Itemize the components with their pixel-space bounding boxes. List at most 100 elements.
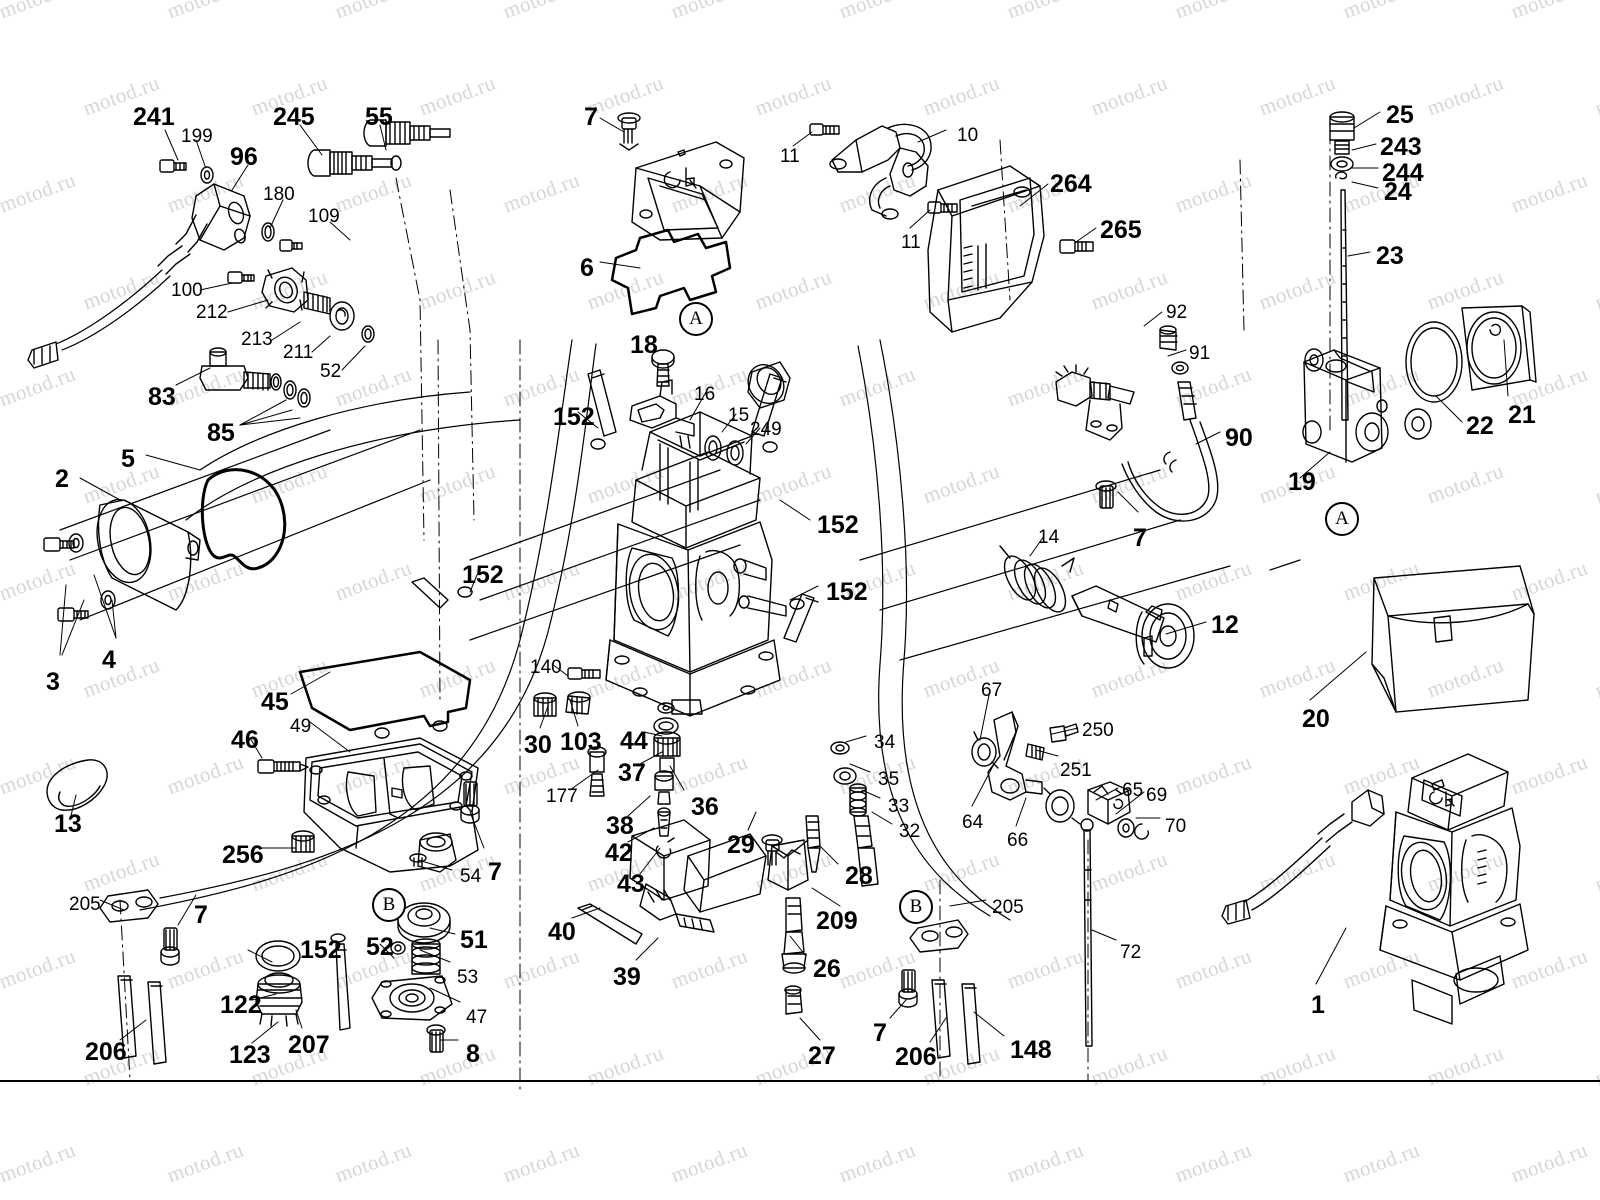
part-group-14-12 bbox=[999, 545, 1195, 669]
part-callout-8: 8 bbox=[466, 1040, 480, 1068]
section-marker-b: B bbox=[372, 888, 406, 922]
part-callout-209: 209 bbox=[816, 907, 858, 935]
part-group-needle-23 bbox=[1329, 111, 1355, 421]
part-callout-53: 53 bbox=[457, 967, 479, 988]
part-group-96-cable bbox=[27, 159, 303, 369]
part-group-45-49-bowl bbox=[255, 650, 480, 1053]
section-marker-a: A bbox=[1325, 502, 1359, 536]
part-callout-206a: 206 bbox=[85, 1038, 127, 1066]
part-callout-152c: 152 bbox=[826, 578, 868, 606]
part-callout-51: 51 bbox=[460, 926, 488, 954]
part-group-264-265 bbox=[927, 165, 1094, 333]
part-callout-4: 4 bbox=[102, 646, 116, 674]
part-callout-54: 54 bbox=[460, 866, 482, 887]
part-callout-265: 265 bbox=[1100, 216, 1142, 244]
part-callout-7d: 7 bbox=[873, 1019, 887, 1047]
part-callout-22: 22 bbox=[1466, 412, 1494, 440]
part-callout-65: 65 bbox=[1122, 780, 1144, 801]
part-callout-85: 85 bbox=[207, 419, 235, 447]
part-callout-264: 264 bbox=[1050, 170, 1092, 198]
part-callout-12: 12 bbox=[1211, 611, 1239, 639]
part-callout-211: 211 bbox=[283, 342, 314, 363]
part-callout-47: 47 bbox=[466, 1007, 488, 1028]
part-callout-23: 23 bbox=[1376, 242, 1404, 270]
part-group-19-22-21 bbox=[1302, 305, 1537, 463]
part-callout-32: 32 bbox=[899, 821, 921, 842]
part-group-205-206-left bbox=[99, 889, 180, 1065]
part-callout-49: 49 bbox=[290, 716, 312, 737]
part-callout-2: 2 bbox=[55, 465, 69, 493]
construction-lines bbox=[119, 129, 1331, 1091]
part-callout-66: 66 bbox=[1007, 830, 1029, 851]
part-callout-52b: 52 bbox=[366, 933, 394, 961]
part-callout-27: 27 bbox=[808, 1042, 836, 1070]
part-group-245-55 bbox=[307, 119, 451, 177]
part-callout-39: 39 bbox=[613, 963, 641, 991]
part-callout-21: 21 bbox=[1508, 401, 1536, 429]
part-callout-45: 45 bbox=[261, 688, 289, 716]
assembly-arcs bbox=[59, 339, 1301, 921]
part-group-83-85 bbox=[199, 347, 311, 408]
part-callout-44: 44 bbox=[620, 727, 648, 755]
part-callout-14: 14 bbox=[1038, 527, 1060, 548]
part-callout-7e: 7 bbox=[1133, 524, 1147, 552]
section-marker-b: B bbox=[899, 890, 933, 924]
part-callout-249: 249 bbox=[750, 419, 782, 440]
part-callout-7c: 7 bbox=[584, 103, 598, 131]
part-callout-64: 64 bbox=[962, 812, 984, 833]
part-group-205-206-right bbox=[898, 919, 981, 1065]
part-callout-207: 207 bbox=[288, 1031, 330, 1059]
leader-lines bbox=[59, 111, 1509, 1044]
part-callout-213: 213 bbox=[241, 329, 273, 350]
part-callout-152e: 152 bbox=[300, 936, 342, 964]
part-main-carb-body bbox=[411, 349, 819, 717]
part-callout-5: 5 bbox=[121, 445, 135, 473]
part-callout-46: 46 bbox=[231, 726, 259, 754]
part-callout-96: 96 bbox=[230, 143, 258, 171]
part-group-10-11 bbox=[809, 123, 958, 220]
part-callout-7a: 7 bbox=[488, 858, 502, 886]
part-callout-152b: 152 bbox=[817, 511, 859, 539]
part-callout-70: 70 bbox=[1165, 816, 1187, 837]
part-callout-43: 43 bbox=[617, 870, 645, 898]
part-callout-42: 42 bbox=[605, 839, 633, 867]
part-callout-38: 38 bbox=[606, 812, 634, 840]
part-callout-16: 16 bbox=[694, 384, 716, 405]
part-callout-100: 100 bbox=[171, 280, 203, 301]
part-callout-92: 92 bbox=[1166, 302, 1188, 323]
part-callout-243: 243 bbox=[1380, 133, 1422, 161]
part-callout-20: 20 bbox=[1302, 705, 1330, 733]
part-callout-212: 212 bbox=[196, 302, 228, 323]
part-callout-52a: 52 bbox=[320, 361, 342, 382]
part-callout-199: 199 bbox=[181, 126, 213, 147]
part-callout-205b: 205 bbox=[992, 897, 1024, 918]
part-callout-91: 91 bbox=[1189, 343, 1211, 364]
part-callout-103: 103 bbox=[560, 728, 602, 756]
part-callout-29: 29 bbox=[727, 831, 755, 859]
part-group-2-5-flange bbox=[43, 468, 287, 622]
part-callout-40: 40 bbox=[548, 918, 576, 946]
part-callout-25: 25 bbox=[1386, 101, 1414, 129]
part-callout-6: 6 bbox=[580, 254, 594, 282]
part-group-throttle-linkage bbox=[971, 711, 1150, 1047]
part-group-jets bbox=[533, 667, 879, 1015]
part-callout-241: 241 bbox=[133, 103, 175, 131]
part-callout-24: 24 bbox=[1384, 178, 1412, 206]
part-group-212-213 bbox=[227, 267, 375, 343]
part-callout-177: 177 bbox=[546, 786, 578, 807]
part-callout-244: 244 bbox=[1382, 159, 1424, 187]
part-callout-3: 3 bbox=[46, 668, 60, 696]
part-callout-140: 140 bbox=[530, 657, 562, 678]
part-callout-67: 67 bbox=[981, 680, 1003, 701]
part-callout-34: 34 bbox=[874, 732, 896, 753]
part-callout-11b: 11 bbox=[901, 232, 921, 253]
part-callout-250: 250 bbox=[1082, 720, 1114, 741]
part-callout-55: 55 bbox=[365, 103, 393, 131]
part-callout-7b: 7 bbox=[194, 901, 208, 929]
part-callout-26: 26 bbox=[813, 955, 841, 983]
part-callout-90: 90 bbox=[1225, 424, 1253, 452]
part-callout-13: 13 bbox=[54, 810, 82, 838]
part-callout-205a: 205 bbox=[69, 894, 101, 915]
part-callout-33: 33 bbox=[888, 796, 910, 817]
part-callout-152a: 152 bbox=[553, 403, 595, 431]
